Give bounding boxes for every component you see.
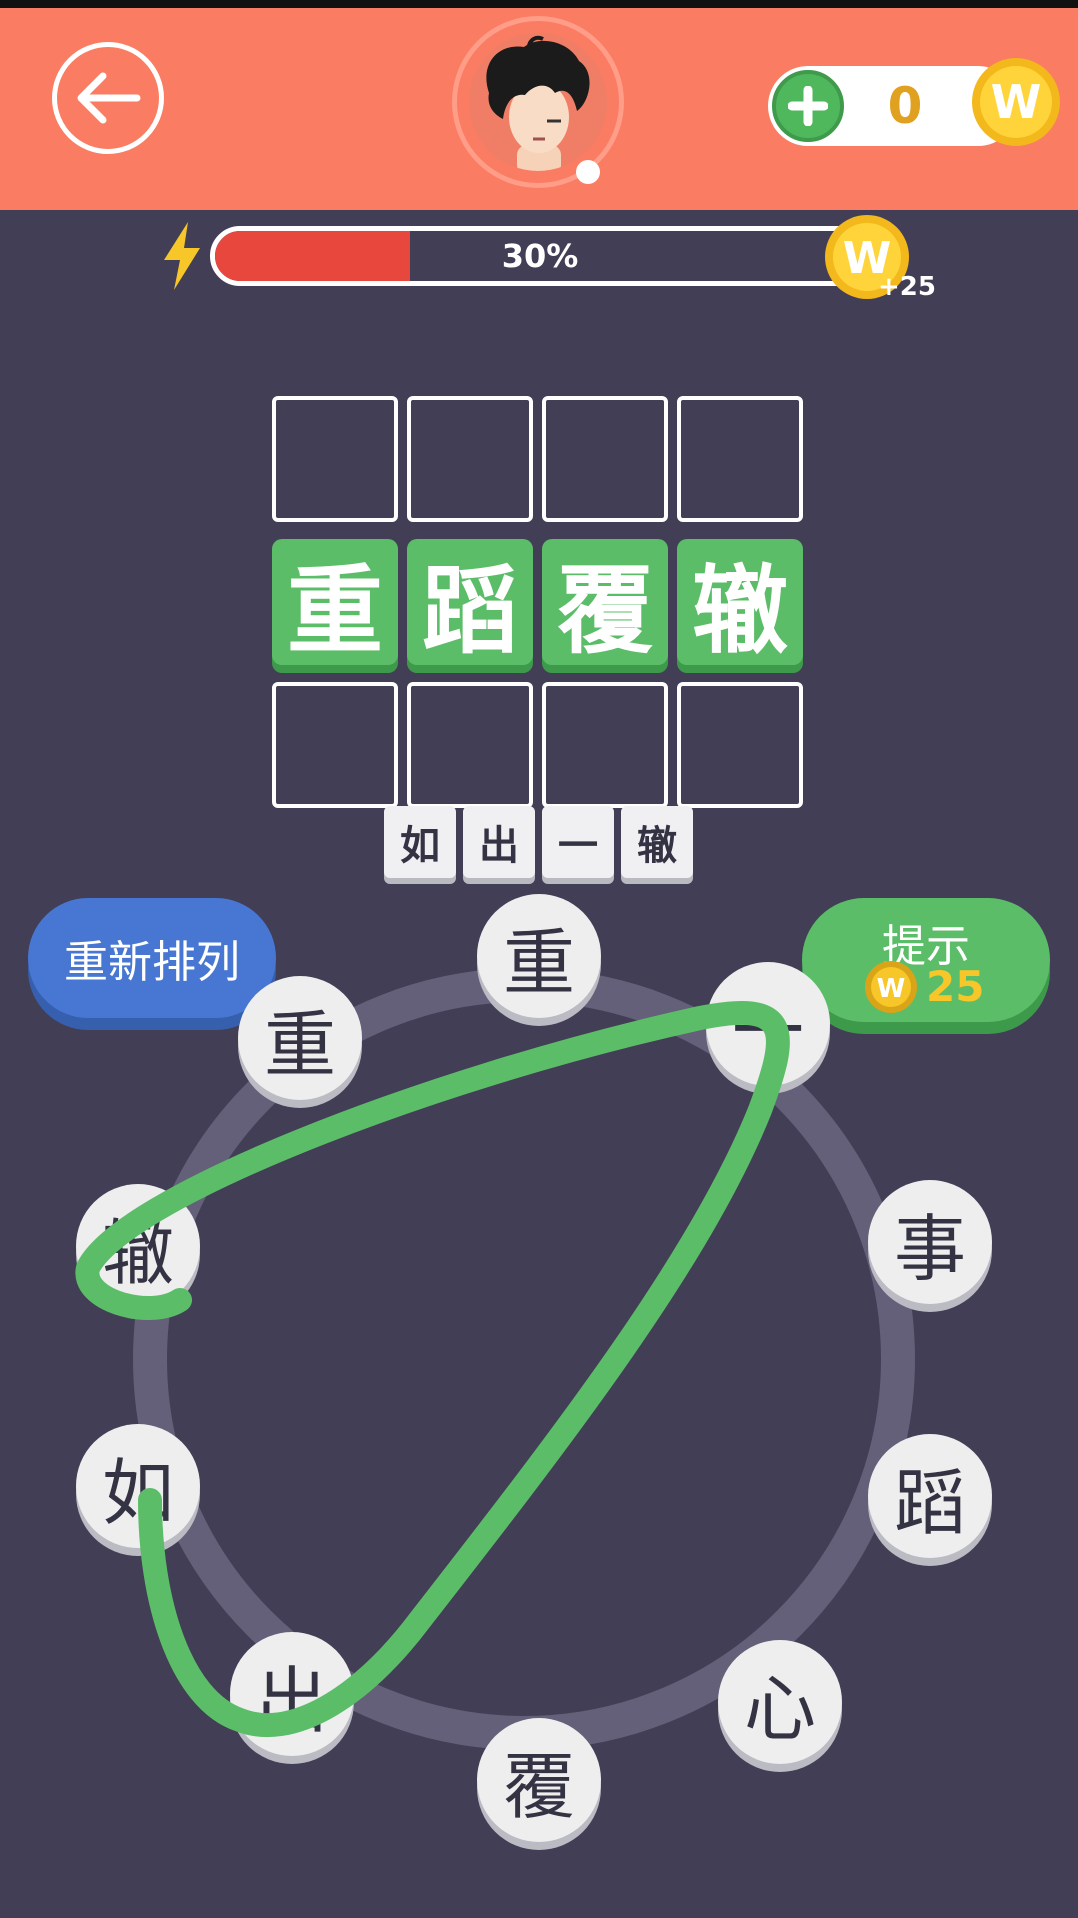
empty-row-bottom [272, 682, 803, 808]
letter-node[interactable]: 心 [718, 1640, 842, 1764]
empty-cell [542, 396, 668, 522]
coin-count: 0 [887, 77, 923, 135]
avatar-indicator [576, 160, 600, 184]
empty-cell [407, 682, 533, 808]
letter-wheel-ring [133, 968, 915, 1750]
player-avatar-icon [486, 35, 590, 171]
level-progress-bar: 30% [210, 226, 870, 286]
empty-cell [542, 682, 668, 808]
solved-row: 重 蹈 覆 辙 [272, 539, 803, 667]
hint-button[interactable]: 提示 W 25 [802, 898, 1050, 1022]
empty-cell [272, 682, 398, 808]
solved-cell: 覆 [542, 539, 668, 667]
avatar[interactable] [452, 16, 624, 188]
arrow-left-icon [77, 72, 141, 124]
shuffle-button[interactable]: 重新排列 [28, 898, 276, 1018]
solved-cell: 辙 [677, 539, 803, 667]
plus-icon [788, 86, 828, 126]
empty-cell [677, 396, 803, 522]
empty-cell [272, 396, 398, 522]
letter-node[interactable]: 如 [76, 1424, 200, 1548]
selected-letter-tile: 辙 [621, 806, 693, 878]
svg-text:W: W [843, 233, 892, 284]
letter-node[interactable]: 出 [230, 1632, 354, 1756]
letter-node[interactable]: 覆 [477, 1718, 601, 1842]
hint-cost: 25 [926, 962, 985, 1011]
add-coins-button[interactable] [772, 70, 844, 142]
letter-node[interactable]: 重 [477, 894, 601, 1018]
w-coin-icon: W [865, 961, 917, 1013]
empty-cell [407, 396, 533, 522]
selected-letter-tile: 如 [384, 806, 456, 878]
progress-fill [215, 231, 410, 281]
current-selection: 如 出 一 辙 [384, 806, 693, 878]
letter-node[interactable]: 蹈 [868, 1434, 992, 1558]
back-button[interactable] [52, 42, 164, 154]
solved-cell: 蹈 [407, 539, 533, 667]
letter-node[interactable]: 重 [238, 976, 362, 1100]
letter-node[interactable]: 辙 [76, 1184, 200, 1308]
letter-node[interactable]: 一 [706, 962, 830, 1086]
selected-letter-tile: 一 [542, 806, 614, 878]
lightning-icon [164, 222, 200, 290]
empty-row-top [272, 396, 803, 522]
svg-text:W: W [991, 75, 1042, 129]
reward-amount: +25 [878, 272, 936, 302]
empty-cell [677, 682, 803, 808]
progress-percent: 30% [501, 237, 579, 275]
w-coin-icon: W [972, 58, 1060, 146]
solved-cell: 重 [272, 539, 398, 667]
selected-letter-tile: 出 [463, 806, 535, 878]
letter-node[interactable]: 事 [868, 1180, 992, 1304]
reward-coin-icon: W [825, 215, 909, 299]
svg-text:W: W [877, 974, 906, 1004]
